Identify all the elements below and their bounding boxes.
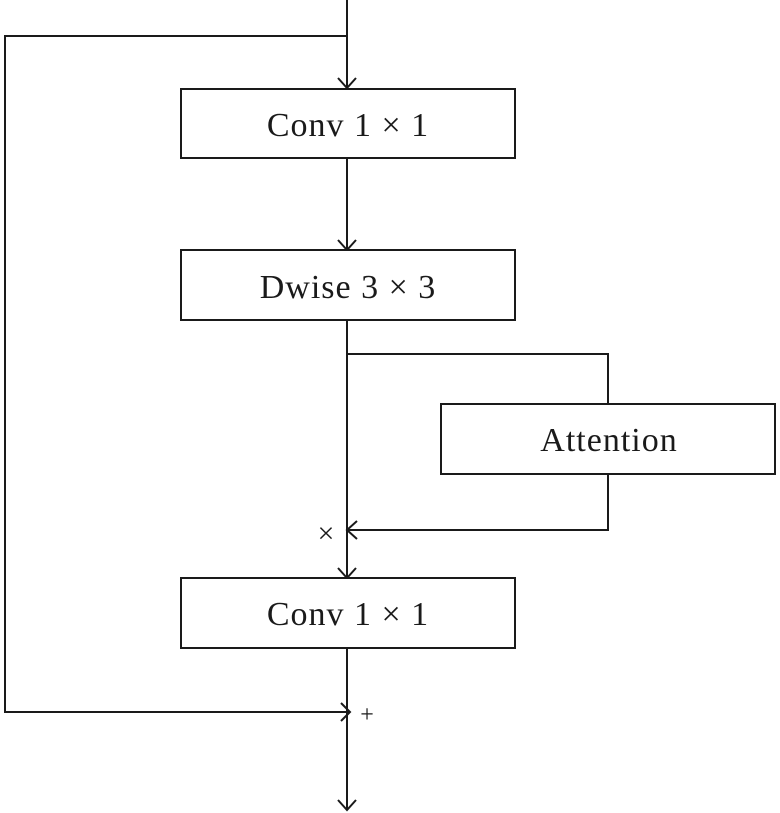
add-symbol: + — [360, 702, 374, 728]
residual-skip-line — [4, 35, 350, 713]
dwise-block: Dwise 3 × 3 — [180, 249, 516, 321]
conv-bottom-label: Conv 1 × 1 — [267, 596, 429, 633]
attention-label: Attention — [540, 422, 677, 459]
dwise-label: Dwise 3 × 3 — [260, 269, 437, 306]
conv-bottom-block: Conv 1 × 1 — [180, 577, 516, 649]
dwise-box — [180, 249, 516, 321]
multiply-symbol: × — [318, 517, 335, 550]
residual-arrowhead — [340, 702, 352, 722]
attention-branch-out-line — [347, 474, 609, 531]
attention-block: Attention — [440, 403, 776, 475]
attention-box — [440, 403, 776, 475]
attention-arrowhead — [345, 520, 358, 540]
output-arrowhead — [337, 799, 357, 812]
conv-bottom-box — [180, 577, 516, 649]
attention-branch-in-line — [347, 353, 609, 404]
conv-top-block: Conv 1 × 1 — [180, 88, 516, 159]
conv-top-box — [180, 88, 516, 159]
conv-top-label: Conv 1 × 1 — [267, 107, 429, 144]
